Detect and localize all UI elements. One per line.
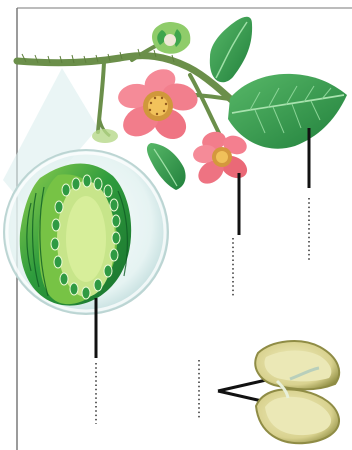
fruit-cap [92,129,118,143]
large-flower [116,64,201,145]
flower-bud [152,22,190,54]
large-leaf [228,74,347,149]
opened-seed [255,341,339,443]
magnified-fruit-section [4,150,168,314]
small-flower [192,129,251,188]
upper-leaf [210,17,252,83]
